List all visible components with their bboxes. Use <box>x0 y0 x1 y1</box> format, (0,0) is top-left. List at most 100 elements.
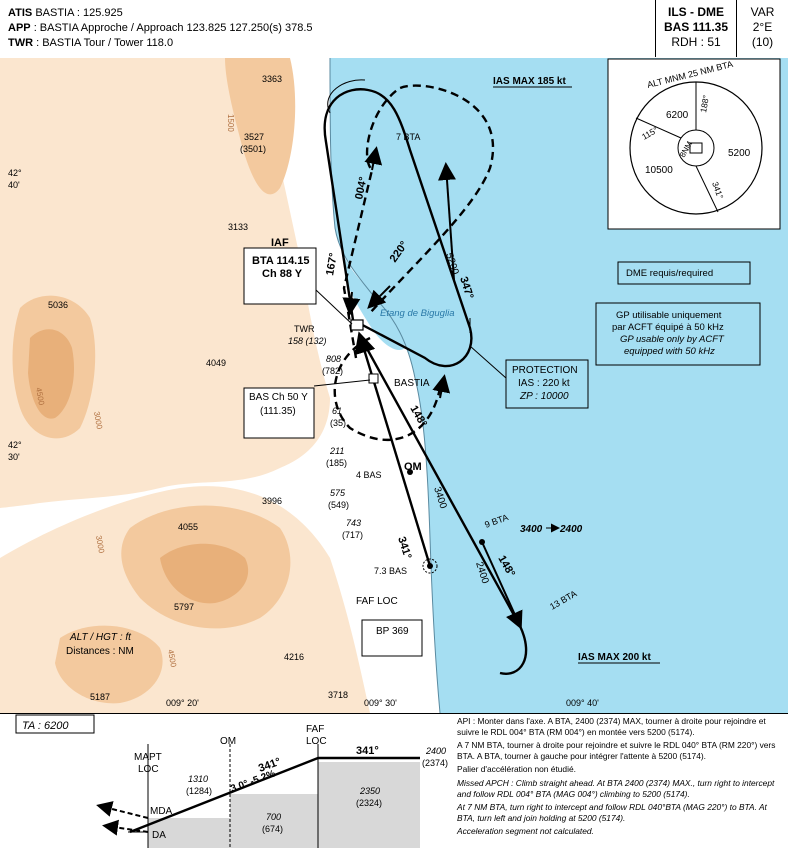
relief-high-2 <box>160 543 249 604</box>
bas-freq: (111.35) <box>260 406 296 417</box>
protection-area <box>327 79 471 333</box>
spot-549: (549) <box>328 500 349 510</box>
iaf-box <box>243 247 317 305</box>
ndb-bp-symbol <box>422 558 438 574</box>
lat-42-40-deg: 42° <box>8 168 22 178</box>
gp-note-en2: equipped with 50 kHz <box>624 346 715 357</box>
iaf-channel: Ch 88 Y <box>262 268 303 280</box>
alt-674: (674) <box>262 824 283 834</box>
spot-575: 575 <box>330 488 346 498</box>
protection-leader <box>469 345 507 379</box>
approach-map: ALT MNM 25 NM BTA 6200 188° 115° 8NM 105… <box>0 58 788 713</box>
track-004: 004° <box>353 176 369 201</box>
twr-alt: 158 (132) <box>288 336 327 346</box>
spot-3133: 3133 <box>228 222 248 232</box>
alt-1284: (1284) <box>186 786 212 796</box>
map-svg: ALT MNM 25 NM BTA 6200 188° 115° 8NM 105… <box>0 58 788 713</box>
ias-max-185: IAS MAX 185 kt <box>493 76 566 87</box>
ils-title: ILS - DME <box>668 5 724 19</box>
ias-max-200: IAS MAX 200 kt <box>578 652 651 663</box>
glide-gradient: 3.0° -5.2% <box>229 768 277 794</box>
etang-label: Etang de Biguglia <box>380 308 454 319</box>
bas-name: BAS Ch 50 Y <box>249 392 308 403</box>
spot-35: (35) <box>330 418 346 428</box>
protection-label: PROTECTION <box>512 365 578 376</box>
contour-4500-b: 4500 <box>166 649 178 669</box>
spot-4216: 4216 <box>284 652 304 662</box>
spot-3527: 3527 <box>244 132 264 142</box>
note-en-3: Acceleration segment not calculated. <box>457 826 594 837</box>
legend-alt-hgt: ALT / HGT : ft <box>69 632 132 643</box>
lat-42-30-deg: 42° <box>8 440 22 450</box>
spot-5187: 5187 <box>90 692 110 702</box>
var-value: 2°E <box>752 20 773 34</box>
alt-2374: (2374) <box>422 758 448 768</box>
protection-ias: IAS : 220 kt <box>518 378 570 389</box>
alt-2400: 2400 <box>425 746 446 756</box>
holding-pattern <box>323 88 473 368</box>
iaf-leader <box>315 289 353 325</box>
missed-climb-1 <box>96 801 149 819</box>
var-year: (10) <box>751 35 774 49</box>
lon-009-30: 009° 30' <box>364 698 397 708</box>
spot-782: (782) <box>322 366 343 376</box>
ils-ident: BAS 111.35 <box>663 20 729 34</box>
terrain-block-2 <box>230 794 318 848</box>
gp-note-fr2: par ACFT équipé à 50 kHz <box>612 322 724 333</box>
ndb-bp-center <box>427 563 433 569</box>
contour-3000-a: 3000 <box>92 411 104 431</box>
missed-approach-path <box>342 84 494 359</box>
alt-1310: 1310 <box>188 774 208 784</box>
profile-track-341-b: 341° <box>356 745 379 757</box>
twr-value: : BASTIA Tour / Tower 118.0 <box>36 37 174 49</box>
faf-loc-profile-label: LOC <box>306 736 327 747</box>
missed-approach-notes: API : Monter dans l'axe. A BTA, 2400 (23… <box>457 716 783 840</box>
relief-mid-4 <box>55 625 163 704</box>
msa-sector-line-south <box>695 165 719 213</box>
profile-view: TA : 6200 MAPT LOC OM FAF LOC MDA DA 341… <box>0 713 788 848</box>
ta-box <box>15 714 95 734</box>
contour-4500-a: 4500 <box>34 387 46 407</box>
profile-svg: TA : 6200 MAPT LOC OM FAF LOC MDA DA 341… <box>15 714 448 848</box>
mda-label: MDA <box>150 806 173 817</box>
terrain-block-3 <box>318 762 420 848</box>
contour-1500: 1500 <box>226 114 235 132</box>
alt-2350: 2350 <box>359 786 380 796</box>
protection-box <box>505 359 589 409</box>
spot-3996: 3996 <box>262 496 282 506</box>
alt-700: 700 <box>266 812 281 822</box>
bp-box <box>361 619 423 657</box>
mapt-loc-label: LOC <box>138 764 159 775</box>
iaf-name: BTA 114.15 <box>252 255 309 267</box>
contour-3000-b: 3000 <box>94 535 106 555</box>
coastline <box>329 58 441 713</box>
missed-climb-2 <box>102 819 149 836</box>
dme-required-box <box>617 261 751 285</box>
note-en-2: At 7 NM BTA, turn right to intercept and… <box>457 802 767 823</box>
spot-211: 211 <box>329 446 344 456</box>
rdh: RDH : 51 <box>671 35 721 49</box>
spot-3501: (3501) <box>240 144 266 154</box>
terrain-block-1 <box>148 818 230 848</box>
spot-61: 61 <box>332 406 342 416</box>
spot-4049: 4049 <box>206 358 226 368</box>
step-alt-2400: 2400 <box>559 524 583 535</box>
om-profile-label: OM <box>220 736 236 747</box>
ils-block: ILS - DME BAS 111.35 RDH : 51 <box>655 0 737 57</box>
note-fr-2: A 7 NM BTA, tourner à droite pour rejoin… <box>457 740 776 761</box>
msa-sector-10500: 10500 <box>645 165 673 176</box>
dme-required: DME requis/required <box>626 268 713 279</box>
var-label: VAR <box>750 5 775 19</box>
track-167: 167° <box>324 252 340 277</box>
spot-808: 808 <box>326 354 341 364</box>
arrow-climb <box>432 374 451 399</box>
arrow-167 <box>342 291 361 316</box>
bastia-label: BASTIA <box>394 378 430 389</box>
gp-note-box <box>595 302 761 366</box>
chart-header: ATIS BASTIA : 125.925 APP : BASTIA Appro… <box>0 0 788 59</box>
atis-label: ATIS <box>8 7 33 19</box>
msa-sector-line-west <box>635 117 682 139</box>
spot-5036: 5036 <box>48 300 68 310</box>
note-fr-3: Palier d'accélération non étudié. <box>457 764 576 775</box>
bas-box <box>243 387 315 439</box>
